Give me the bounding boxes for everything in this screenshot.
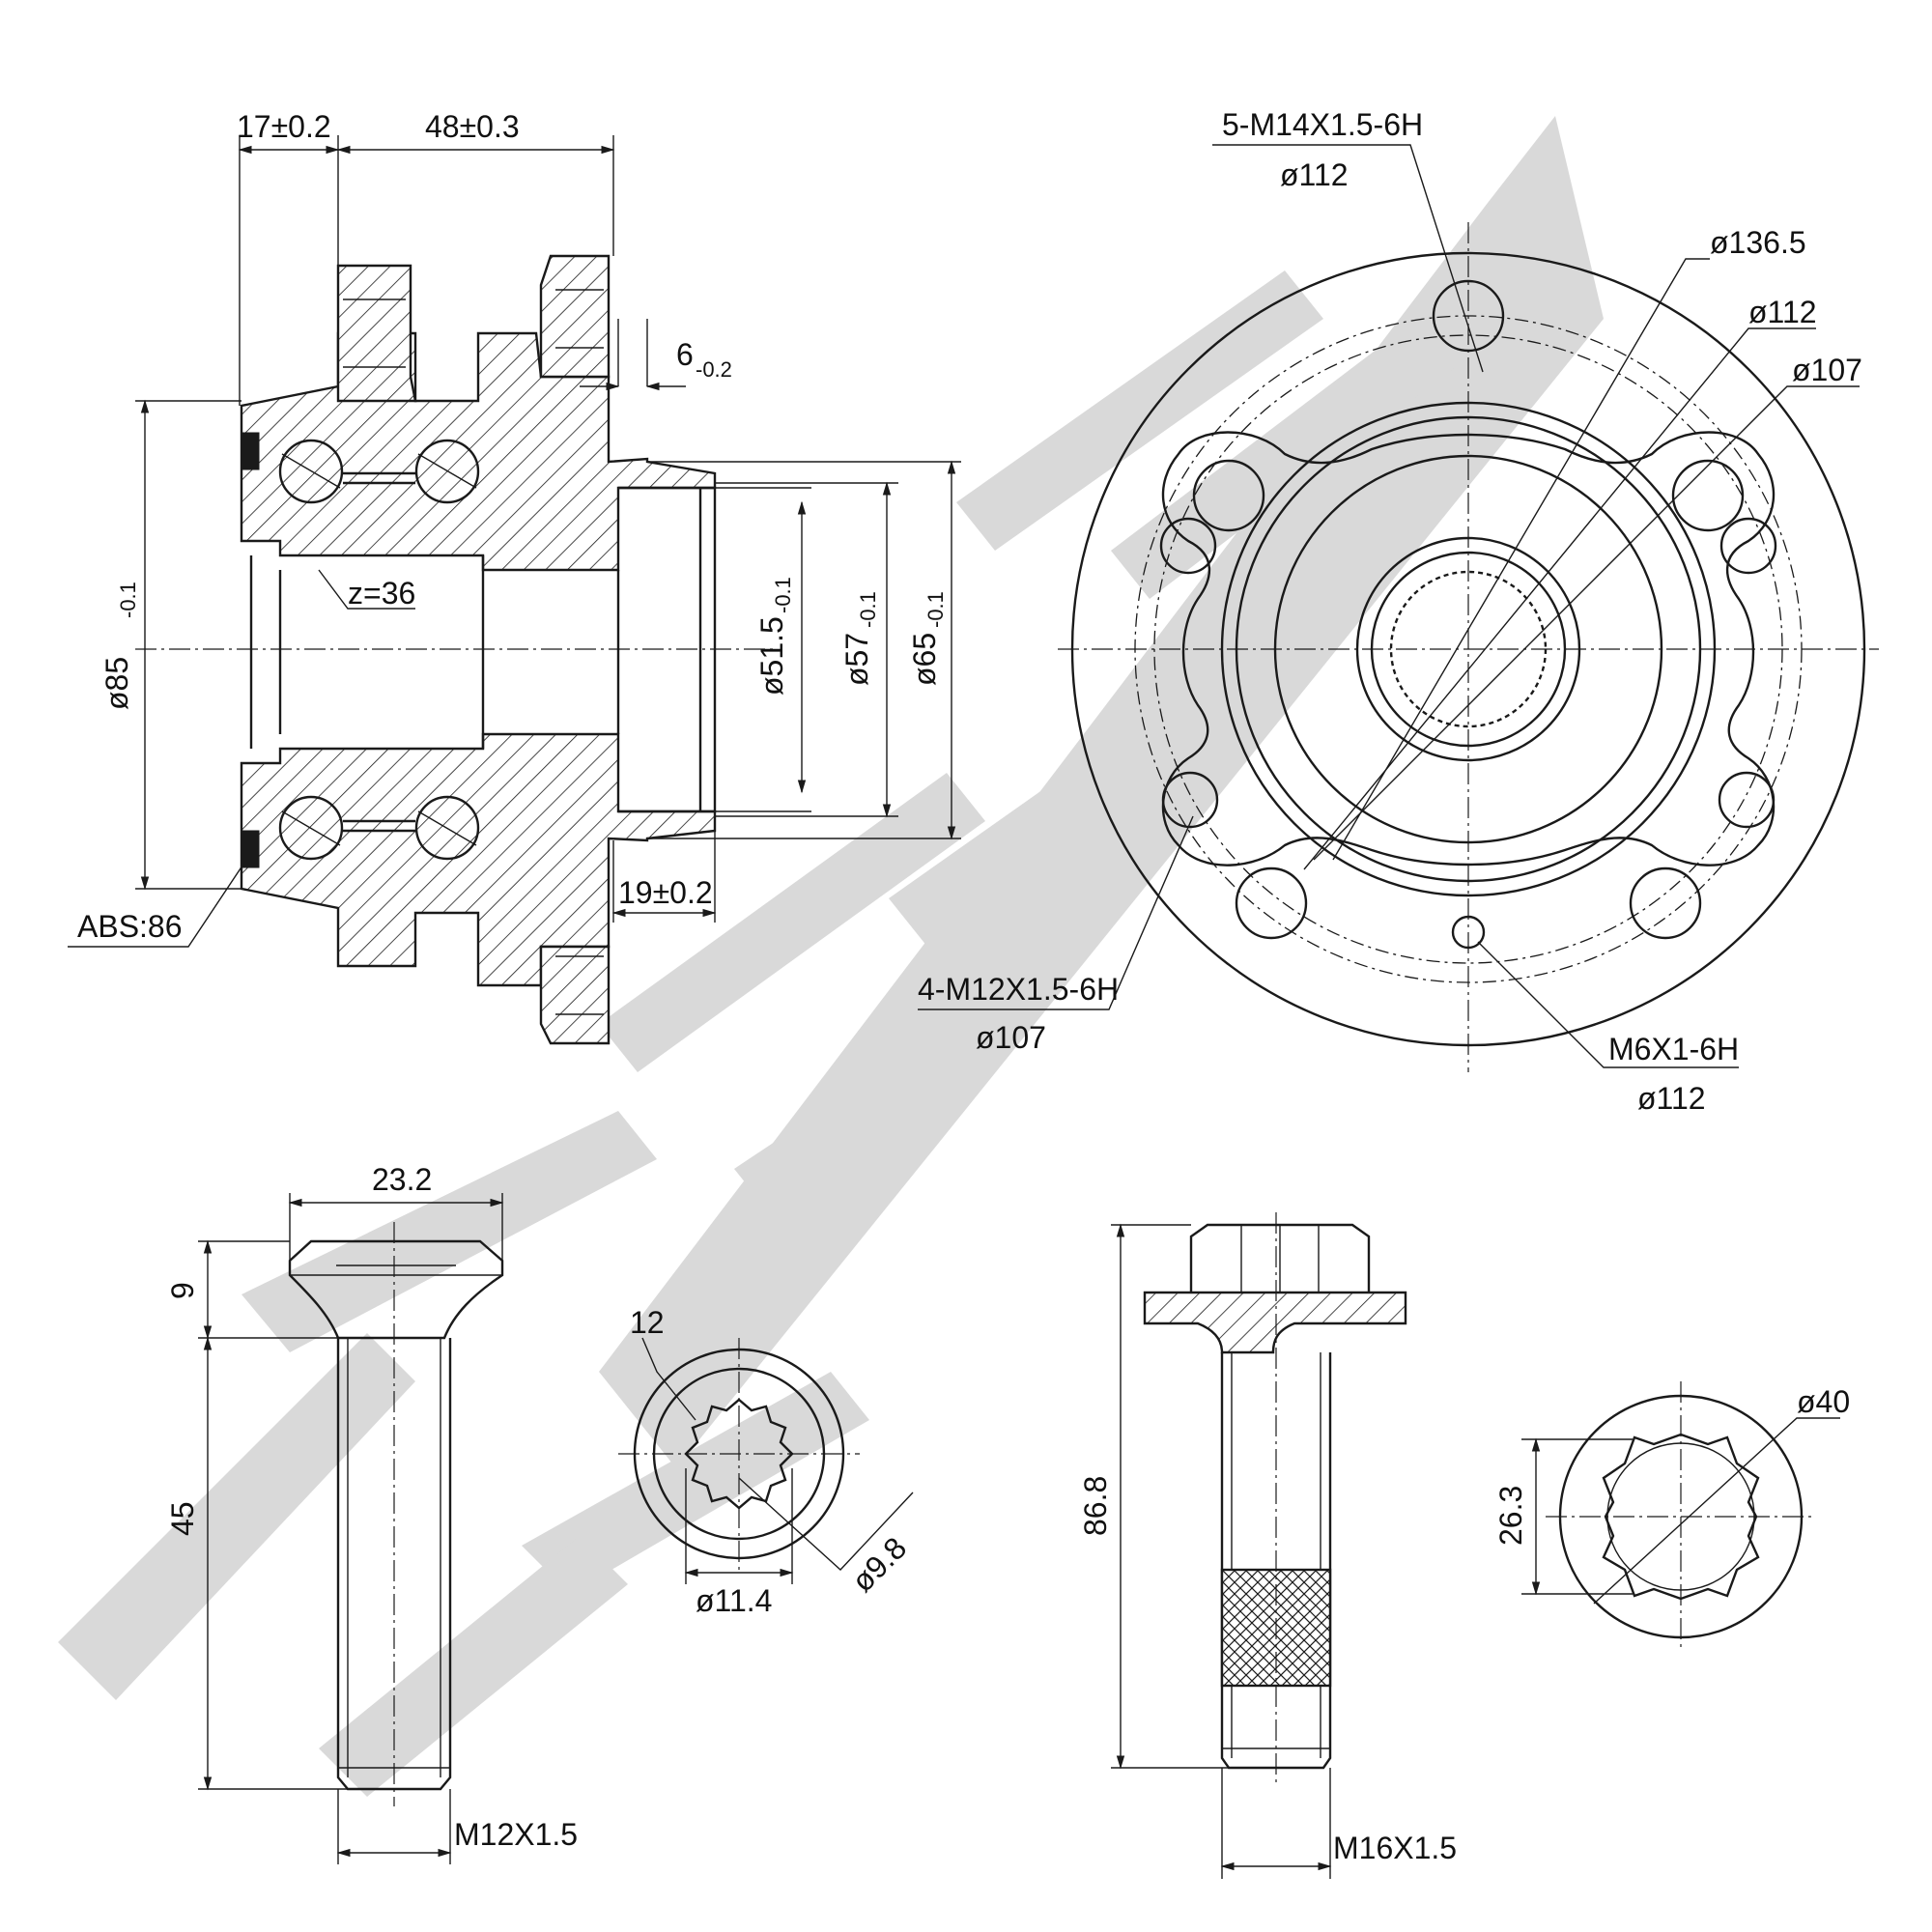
note-m12-thread: 4-M12X1.5-6H bbox=[918, 972, 1119, 1007]
bolt-m16-end-view: ø40 26.3 bbox=[1493, 1381, 1850, 1652]
hub-flange-outline bbox=[1161, 431, 1776, 867]
bearing-ball-4 bbox=[414, 795, 480, 861]
dim-bore-2-tol: -0.1 bbox=[856, 591, 880, 628]
m12-hole-1 bbox=[1159, 517, 1217, 575]
watermark-logo bbox=[58, 116, 1604, 1797]
dim-head-dia: 23.2 bbox=[372, 1162, 432, 1197]
note-m12-pcd: ø107 bbox=[976, 1020, 1046, 1055]
dim-outer-12: 12 bbox=[630, 1305, 665, 1340]
dim-bore-1: ø51.5 bbox=[754, 616, 789, 696]
bolt-m16-view: 86.8 M16X1.5 bbox=[1078, 1212, 1457, 1879]
bolt-m12-view: 23.2 9 45 M12X1.5 bbox=[165, 1162, 578, 1864]
m14-hole-5 bbox=[1629, 867, 1702, 940]
m14-hole-3 bbox=[1671, 459, 1745, 532]
hub-tab-left-top bbox=[336, 264, 417, 403]
dim-length-m16: 86.8 bbox=[1078, 1476, 1113, 1536]
m14-hole-4 bbox=[1235, 867, 1308, 940]
dim-outer-dia-tol: -0.1 bbox=[116, 582, 140, 618]
m12-hole-4 bbox=[1718, 771, 1776, 829]
thread-label-m16: M16X1.5 bbox=[1333, 1831, 1457, 1865]
dim-bore-3-tol: -0.1 bbox=[923, 591, 948, 628]
dim-across-m16: 26.3 bbox=[1493, 1486, 1528, 1546]
dim-flange-offset: 17±0.2 bbox=[237, 109, 331, 144]
dim-bore-2: ø57 bbox=[839, 633, 874, 686]
note-m14-thread: 5-M14X1.5-6H bbox=[1222, 107, 1423, 142]
bolt-m12-end-view: 12 ø11.4 ø9.8 bbox=[618, 1305, 914, 1618]
note-m6-pcd: ø112 bbox=[1637, 1081, 1706, 1116]
dim-spline-major: ø11.4 bbox=[696, 1583, 772, 1618]
thread-label-m12: M12X1.5 bbox=[454, 1817, 578, 1852]
bearing-ball-1 bbox=[278, 439, 344, 504]
bearing-ball-3 bbox=[278, 795, 344, 861]
dim-pilot-step-tol: -0.2 bbox=[696, 357, 732, 382]
seal-lower bbox=[241, 830, 260, 868]
dia-flange: ø136.5 bbox=[1710, 225, 1806, 260]
hub-flange-bottom bbox=[539, 945, 611, 1045]
dim-spline: z=36 bbox=[348, 576, 415, 611]
dim-bore-3: ø65 bbox=[907, 633, 942, 686]
hub-body-lower bbox=[240, 732, 717, 987]
m14-hole-2 bbox=[1192, 459, 1265, 532]
note-m6-thread: M6X1-6H bbox=[1608, 1032, 1739, 1066]
dim-pilot-length: 19±0.2 bbox=[618, 875, 713, 910]
abs-label: ABS:86 bbox=[77, 909, 183, 944]
dim-outer-dia: ø85 bbox=[99, 657, 134, 710]
m12-hole-3 bbox=[1161, 771, 1219, 829]
m12-hole-2 bbox=[1719, 517, 1777, 575]
dim-flange-dia-m16: ø40 bbox=[1797, 1384, 1850, 1419]
bolt-m16-flange bbox=[1143, 1291, 1407, 1354]
dim-pilot-step: 6 bbox=[676, 337, 694, 372]
dia-pcd-112: ø112 bbox=[1748, 295, 1817, 329]
dim-spline-minor: ø9.8 bbox=[844, 1530, 913, 1599]
dia-pcd-107: ø107 bbox=[1792, 353, 1862, 387]
hub-section-view: 17±0.2 48±0.3 6 -0.2 z=36 ø85 -0.1 ø51.5… bbox=[68, 109, 961, 1045]
dim-head-height: 9 bbox=[165, 1282, 200, 1299]
hub-flange-top bbox=[539, 254, 611, 379]
hub-face-view: 5-M14X1.5-6H ø112 ø136.5 ø112 ø107 4-M12… bbox=[918, 107, 1879, 1116]
dim-hub-length: 48±0.3 bbox=[425, 109, 520, 144]
dim-shank-length: 45 bbox=[165, 1501, 200, 1536]
dim-bore-1-tol: -0.1 bbox=[771, 577, 795, 613]
note-m14-pcd: ø112 bbox=[1280, 157, 1349, 192]
hub-body-upper bbox=[240, 331, 717, 572]
bearing-ball-2 bbox=[414, 439, 480, 504]
seal-upper bbox=[241, 432, 260, 470]
